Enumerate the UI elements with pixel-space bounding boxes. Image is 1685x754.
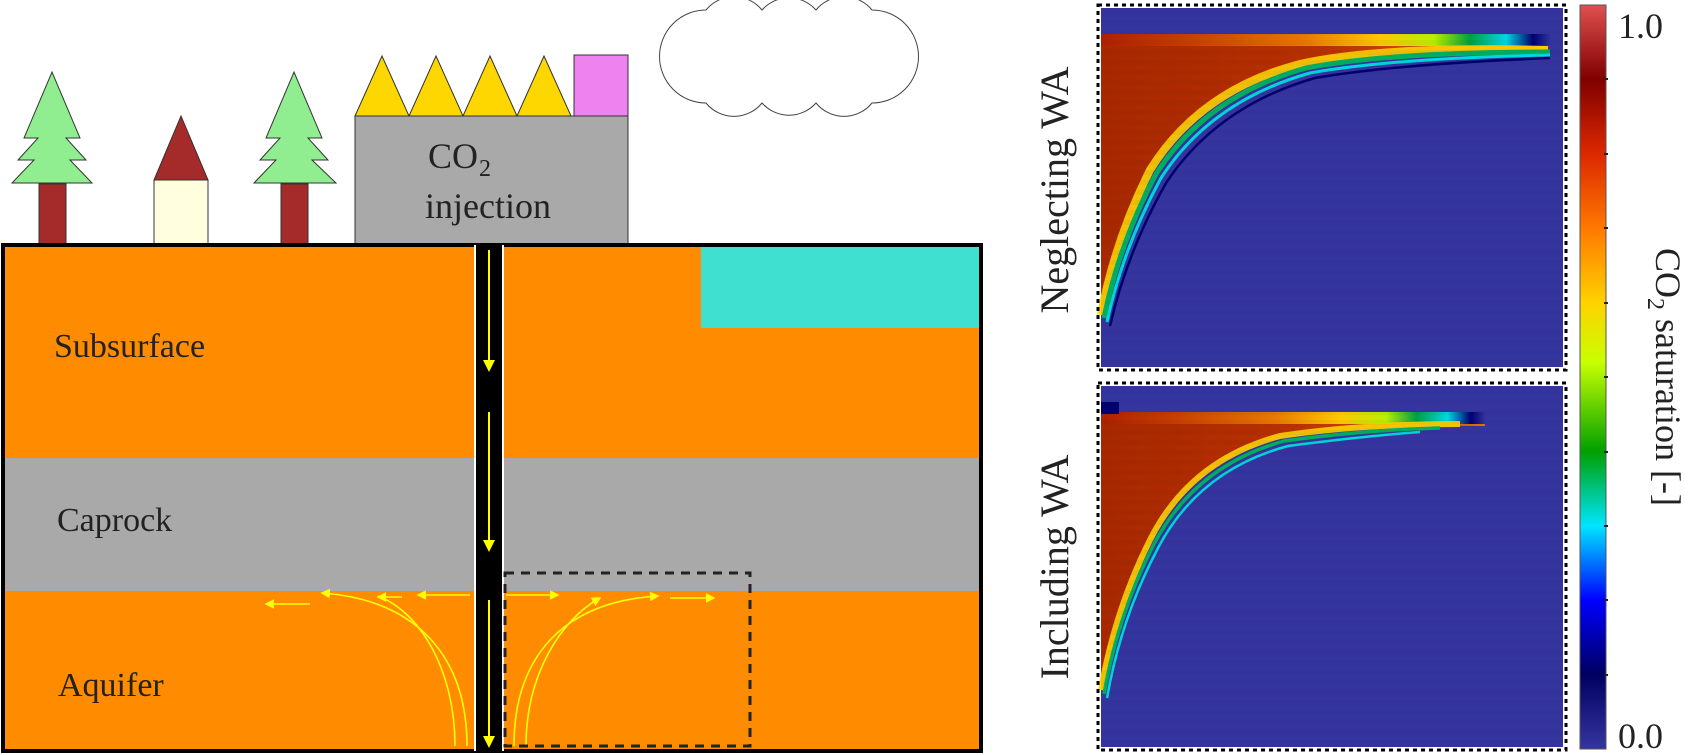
- cloud-icon: [659, 0, 919, 117]
- tree-icon: [10, 70, 94, 246]
- panel-including-wa: Including WA: [1032, 381, 1568, 752]
- colorbar-gradient: [1579, 4, 1607, 750]
- colorbar-max-label: 1.0: [1618, 6, 1663, 46]
- colorbar-min-label: 0.0: [1618, 716, 1663, 754]
- neglecting-wa-label: Neglecting WA: [1032, 66, 1077, 313]
- injection-building: CO 2 injection: [354, 54, 629, 246]
- panel-neglecting-wa: Neglecting WA: [1032, 3, 1568, 372]
- building-label-co: CO: [428, 136, 478, 176]
- colorbar-title-suffix: saturation [-]: [1648, 310, 1685, 506]
- cross-section: Subsurface Caprock Aquifer: [1, 243, 983, 753]
- colorbar-title-subscript: 2: [1642, 298, 1668, 310]
- aquifer-flow-arrows-left: [264, 588, 470, 747]
- colorbar-title-prefix: CO: [1648, 248, 1685, 298]
- subsurface-label: Subsurface: [54, 328, 205, 365]
- including-wa-label: Including WA: [1032, 455, 1077, 680]
- building-label-injection: injection: [425, 186, 551, 226]
- aquifer-label: Aquifer: [58, 667, 164, 704]
- aquifer-flow-arrows-right: [506, 590, 716, 747]
- turquoise-zone: [701, 247, 980, 328]
- building-label-subscript: 2: [479, 156, 491, 182]
- house-icon: [153, 114, 209, 246]
- colorbar: 1.0 0.0 CO2 saturation [-]: [1579, 4, 1685, 754]
- svg-text:CO2 saturation [-]: CO2 saturation [-]: [1642, 248, 1685, 506]
- colorbar-ticks: [1604, 78, 1608, 676]
- colorbar-title: CO2 saturation [-]: [1642, 248, 1685, 506]
- tree-icon: [252, 70, 338, 246]
- caprock-label: Caprock: [57, 502, 172, 539]
